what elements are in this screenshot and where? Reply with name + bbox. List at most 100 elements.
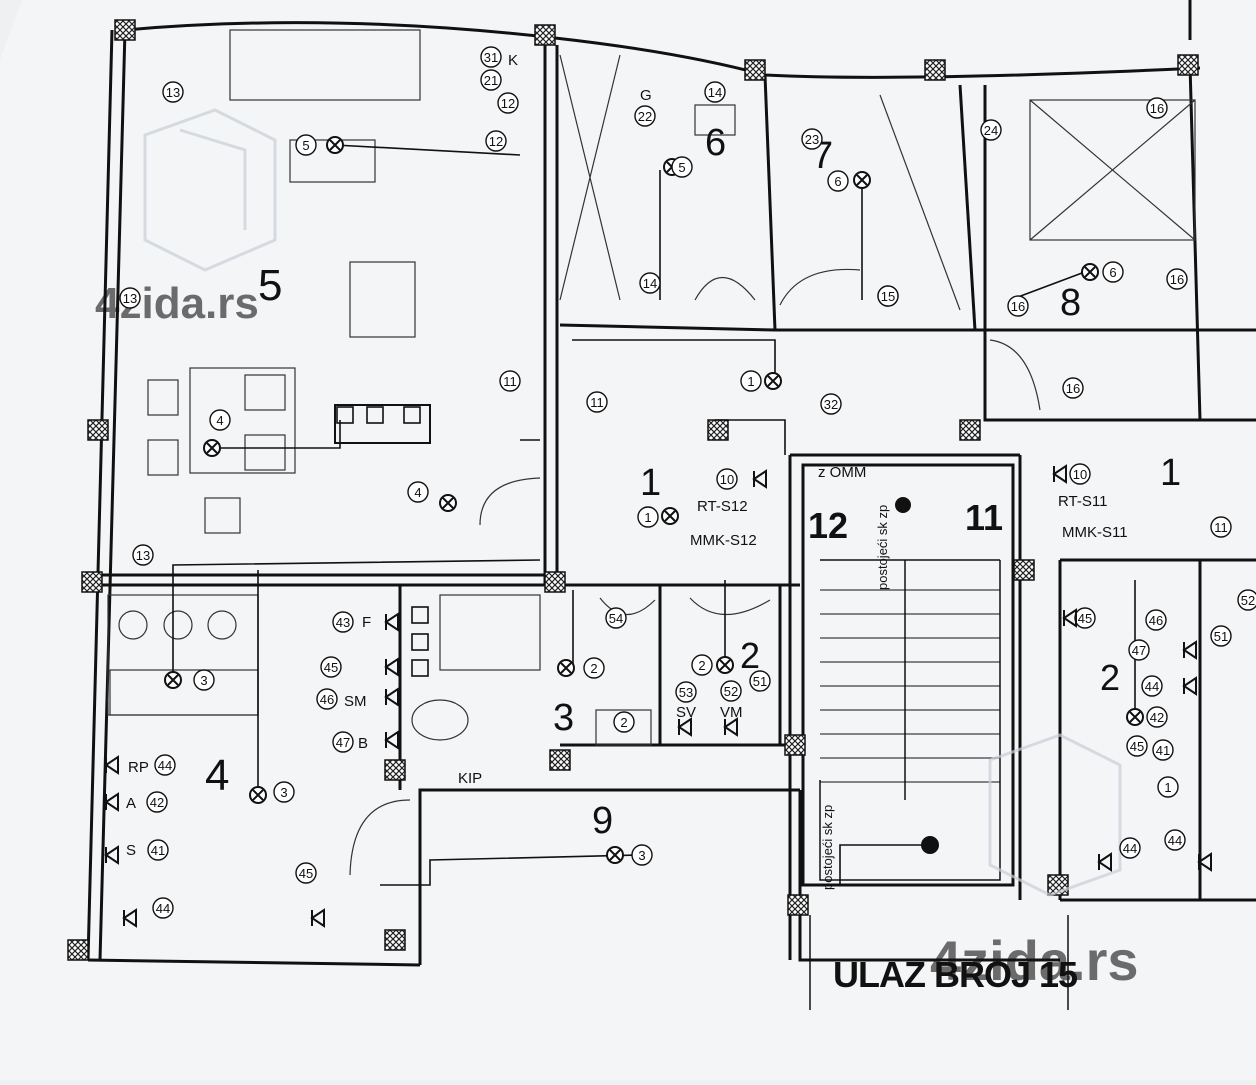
circuit-marker: 52: [720, 680, 742, 702]
label-mmk-s11: MMK-S11: [1062, 524, 1128, 541]
circuit-number: 15: [881, 289, 895, 304]
circuit-marker: 31: [480, 46, 502, 68]
circuit-marker: 13: [132, 544, 154, 566]
circuit-number: 16: [1011, 299, 1025, 314]
column: [67, 939, 89, 961]
circuit-number: 3: [638, 848, 645, 863]
circuit-marker: 22: [634, 105, 656, 127]
circuit-marker: 46: [1145, 609, 1167, 631]
circuit-number: 3: [200, 673, 207, 688]
circuit-marker: 44: [1164, 829, 1186, 851]
circuit-number: 4: [216, 413, 223, 428]
circuit-number: 45: [1078, 611, 1092, 626]
room-number-3: 3: [553, 697, 574, 739]
circuit-number: 14: [708, 85, 722, 100]
socket-icon: [1182, 640, 1197, 660]
label-kip: KIP: [458, 770, 482, 787]
circuit-number: 24: [984, 123, 998, 138]
circuit-marker: 45: [295, 862, 317, 884]
panel-icon: [411, 659, 429, 677]
circuit-marker: 24: [980, 119, 1002, 141]
circuit-number: 6: [1109, 265, 1116, 280]
column: [787, 894, 809, 916]
circuit-marker: 45: [320, 656, 342, 678]
label-s: S: [126, 842, 136, 859]
circuit-number: 44: [156, 901, 170, 916]
light-fixture-icon: [853, 171, 871, 189]
stair-label-lower: postojeći sk zp: [820, 805, 835, 890]
label-vm: VM: [720, 704, 743, 721]
circuit-marker: 46: [316, 688, 338, 710]
room-number-6: 6: [705, 122, 726, 164]
circuit-number: 52: [724, 684, 738, 699]
junction-dot: [895, 497, 911, 513]
panel-icon: [336, 406, 354, 424]
light-fixture-icon: [164, 671, 182, 689]
watermark-text: 4zida.rs: [95, 279, 259, 328]
column: [924, 59, 946, 81]
circuit-marker: 41: [1152, 739, 1174, 761]
circuit-marker: 11: [499, 370, 521, 392]
circuit-marker: 41: [147, 839, 169, 861]
circuit-marker: 12: [485, 130, 507, 152]
circuit-marker: 11: [586, 391, 608, 413]
light-fixture-icon: [439, 494, 457, 512]
circuit-number: 3: [280, 785, 287, 800]
watermark-logo-icon: [143, 108, 1122, 897]
socket-icon: [723, 717, 738, 737]
entrance-lines: [809, 915, 1069, 1010]
circuit-number: 46: [1149, 613, 1163, 628]
circuit-marker: 2: [613, 711, 635, 733]
wiring: [172, 144, 1136, 886]
socket-icon: [310, 908, 325, 928]
circuit-marker: 10: [1069, 463, 1091, 485]
circuit-number: 44: [1145, 679, 1159, 694]
socket-icon: [104, 755, 119, 775]
circuit-marker: 10: [716, 468, 738, 490]
circuit-marker: 51: [749, 670, 771, 692]
circuit-number: 16: [1066, 381, 1080, 396]
circuit-markers: 1313133121121254411111422514152361524166…: [119, 46, 1256, 919]
circuit-number: 45: [1130, 739, 1144, 754]
circuit-number: 21: [484, 73, 498, 88]
label-mmk-s12: MMK-S12: [690, 532, 757, 549]
light-fixture-icon: [606, 846, 624, 864]
stairwell: [801, 463, 1015, 887]
circuit-number: 11: [1214, 520, 1228, 535]
circuit-number: 5: [302, 138, 309, 153]
room-number-9: 9: [592, 800, 613, 842]
column: [544, 571, 566, 593]
circuit-number: 1: [1164, 780, 1171, 795]
circuit-marker: 14: [639, 272, 661, 294]
circuit-marker: 1: [740, 370, 762, 392]
socket-icon: [1182, 676, 1197, 696]
circuit-marker: 13: [162, 81, 184, 103]
column: [384, 759, 406, 781]
column: [114, 19, 136, 41]
circuit-marker: 32: [820, 393, 842, 415]
light-fixture-icon: [1126, 708, 1144, 726]
circuit-number: 41: [151, 843, 165, 858]
circuit-marker: 42: [1146, 706, 1168, 728]
column: [959, 419, 981, 441]
circuit-number: 45: [324, 660, 338, 675]
circuit-number: 31: [484, 50, 498, 65]
room-number-2b: 2: [1100, 657, 1120, 698]
circuit-number: 13: [123, 291, 137, 306]
socket-icon: [384, 612, 399, 632]
circuit-marker: 44: [154, 754, 176, 776]
circuit-number: 1: [644, 510, 651, 525]
circuit-marker: 52: [1237, 589, 1256, 611]
room-number-8: 8: [1060, 282, 1081, 324]
room-number-2: 2: [740, 635, 760, 676]
column: [1177, 54, 1199, 76]
label-g: G: [640, 87, 652, 104]
column: [1013, 559, 1035, 581]
column: [534, 24, 556, 46]
circuit-marker: 45: [1126, 735, 1148, 757]
label-rt-s12: RT-S12: [697, 498, 748, 515]
circuit-marker: 3: [193, 669, 215, 691]
light-fixture-icon: [203, 439, 221, 457]
circuit-number: 2: [698, 658, 705, 673]
